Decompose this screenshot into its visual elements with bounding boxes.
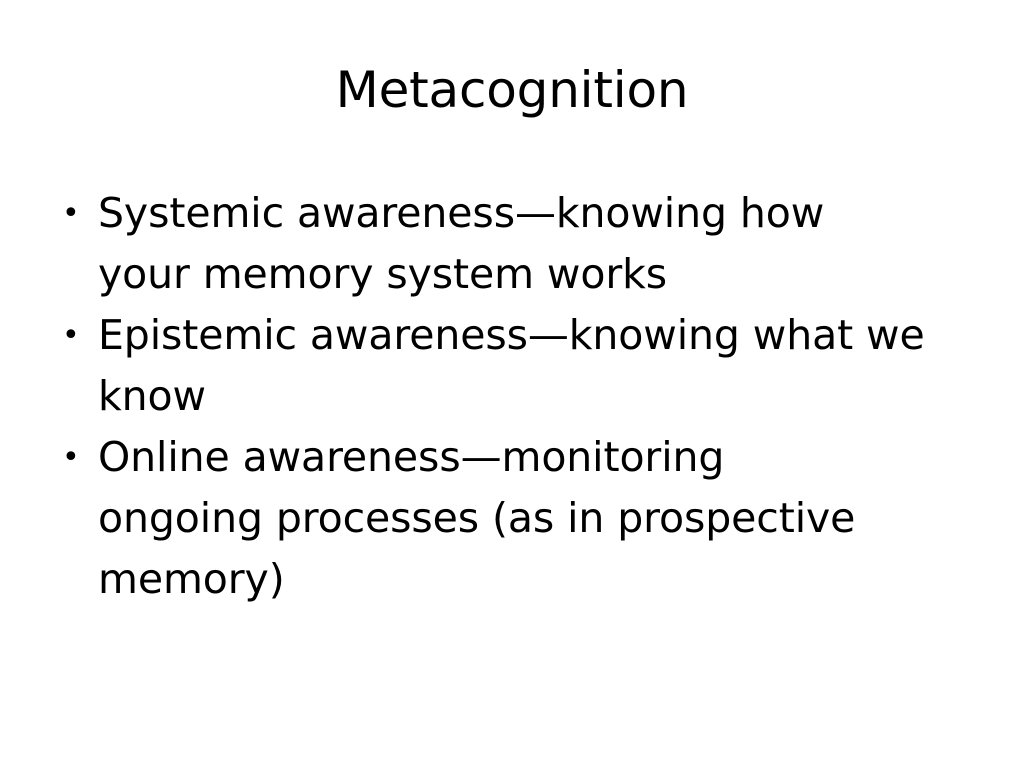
list-item-text: Systemic awareness—knowing how your memo… [98, 189, 825, 298]
list-item: • Online awareness—monitoring ongoing pr… [56, 427, 986, 610]
bullet-point-icon: • [62, 318, 80, 353]
list-item-text: Online awareness—monitoring ongoing proc… [98, 433, 856, 603]
list-item-text: Epistemic awareness—knowing what we know [98, 311, 925, 420]
list-item: • Systemic awareness—knowing how your me… [56, 183, 986, 305]
bullet-point-icon: • [62, 196, 80, 231]
bullet-list: • Systemic awareness—knowing how your me… [56, 183, 986, 610]
list-item: • Epistemic awareness—knowing what we kn… [56, 305, 986, 427]
slide-body-content: • Systemic awareness—knowing how your me… [56, 183, 986, 610]
page-title: Metacognition [335, 60, 689, 119]
bullet-point-icon: • [62, 440, 80, 475]
